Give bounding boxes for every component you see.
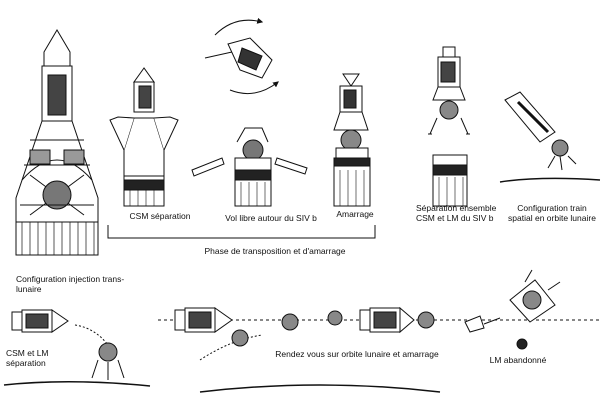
label-csm-separation: CSM séparation [129, 211, 191, 221]
docking-drawing [333, 73, 371, 207]
free-flight-drawing [191, 17, 308, 207]
phase-bracket [107, 225, 376, 239]
label-lm-abandonne: LM abandonné [489, 355, 547, 365]
label-injection: Configuration injection trans- lunaire [16, 274, 125, 294]
lm-abandoned-drawing [464, 269, 561, 350]
label-csm-lm-separation: CSM et LM séparation [6, 348, 49, 368]
csm-separation-drawing [109, 67, 179, 207]
label-vol-libre: Vol libre autour du SIV b [225, 213, 317, 223]
label-phase: Phase de transposition et d'amarrage [204, 246, 346, 256]
rendezvous-drawing [158, 306, 600, 393]
label-amarrage: Amarrage [336, 209, 374, 219]
ensemble-separation-drawing [428, 46, 470, 207]
label-separation-ensemble: Séparation ensemble CSM et LM du SIV b [416, 203, 497, 223]
label-rendez-vous: Rendez vous sur orbite lunaire et amarra… [275, 349, 439, 359]
label-configuration-train: Configuration train spatial en orbite lu… [508, 203, 596, 223]
lunar-orbit-train-drawing [499, 91, 601, 183]
launch-configuration-drawing [15, 29, 99, 256]
csm-lm-separation-drawing [3, 309, 151, 387]
